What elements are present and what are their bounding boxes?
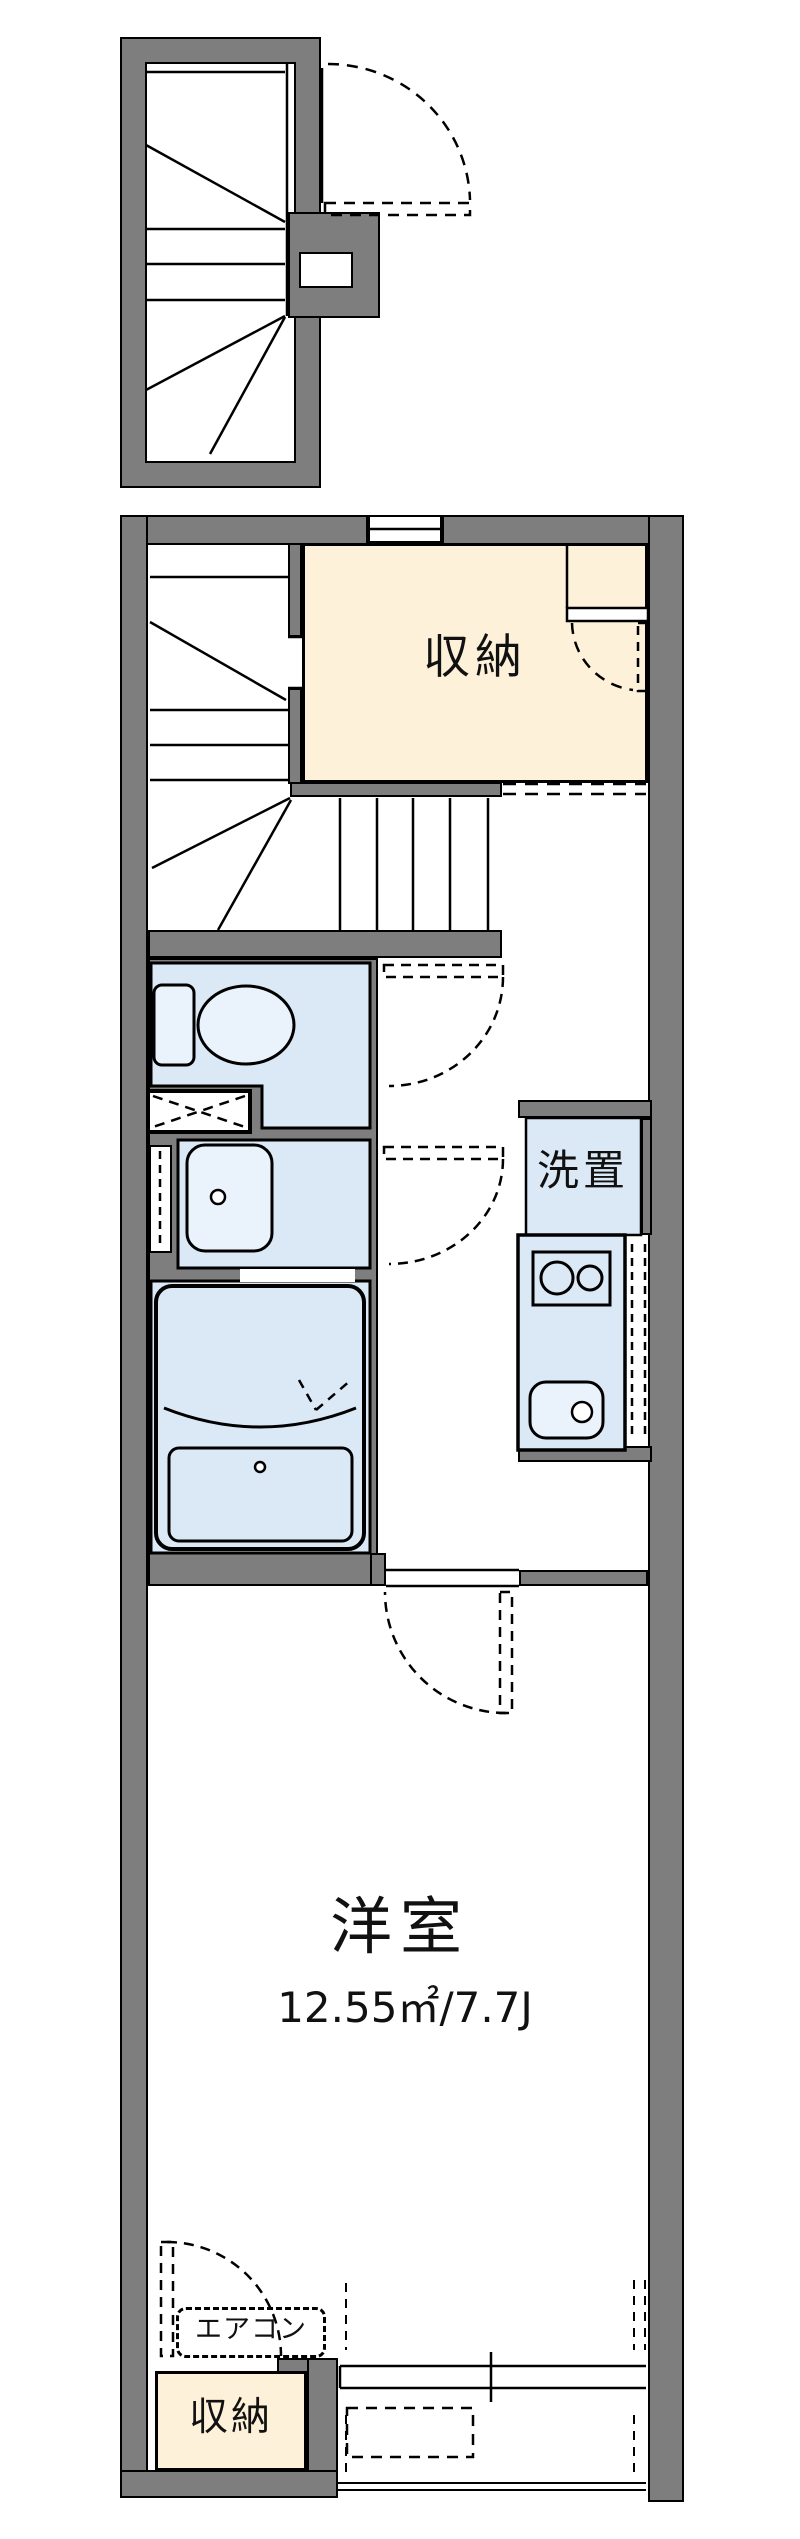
lower-closet-room xyxy=(155,2371,307,2471)
bathroom-folding-door xyxy=(297,1379,352,1411)
closet-shelf xyxy=(565,606,650,623)
porch-edge xyxy=(338,2482,646,2491)
wall-bath-corner-step xyxy=(370,1553,386,1586)
wall-lower-closet-column xyxy=(307,2358,338,2472)
entry-door-leaf xyxy=(323,201,472,217)
washbasin-faucet xyxy=(209,1188,227,1206)
washroom-door xyxy=(382,1145,505,1266)
upper-closet-detail xyxy=(503,545,650,796)
aircon-outline xyxy=(176,2307,326,2358)
main-room-size-label: 12.55㎡/7.7J xyxy=(277,1983,533,2032)
main-room-door-leaf xyxy=(498,1590,514,1715)
stairwell-interior xyxy=(145,62,296,463)
upper-closet-room xyxy=(302,543,648,783)
stove-burner-left xyxy=(539,1260,575,1296)
kitchen-sink xyxy=(528,1380,605,1440)
washer-space-label: 洗置 xyxy=(536,1146,629,1195)
main-room-door xyxy=(383,1590,514,1715)
wall-closet-bottom xyxy=(290,782,502,797)
side-opening-dashes xyxy=(345,2280,646,2478)
lower-closet-door xyxy=(159,2240,283,2358)
closet-door-swing-arc xyxy=(570,622,634,692)
toilet-fixture xyxy=(152,983,296,1067)
bathtub-curve xyxy=(163,1406,357,1429)
bathtub-drain xyxy=(253,1460,267,1474)
bathtub-apron xyxy=(167,1446,354,1543)
wall-stairs-bottom xyxy=(148,930,502,958)
stove-burner-right xyxy=(576,1264,604,1292)
main-staircase xyxy=(149,575,490,931)
bathroom-door-threshold xyxy=(240,1269,355,1282)
toilet-bowl xyxy=(196,984,296,1066)
washroom-door-leaf xyxy=(382,1145,505,1161)
stove xyxy=(531,1250,612,1307)
entry-door-swing-arc xyxy=(327,62,472,201)
bottom-sliding-window xyxy=(338,2352,646,2402)
entry-door xyxy=(323,62,472,217)
kitchen-faucet xyxy=(570,1400,594,1424)
wall-hall-bottom-right xyxy=(519,1570,648,1586)
upper-closet-label: 収納 xyxy=(423,630,527,685)
washroom-door-swing-arc xyxy=(388,1158,505,1266)
storage-niche xyxy=(146,1089,252,1134)
main-room-label: 洋室 xyxy=(329,1890,470,1963)
porch-dashed-step xyxy=(345,2406,475,2459)
toilet-door-leaf xyxy=(382,963,505,979)
stairwell-stairs xyxy=(145,62,324,455)
closet-door-leaf xyxy=(636,621,650,693)
toilet-tank xyxy=(152,983,196,1067)
main-room-door-swing-arc xyxy=(383,1591,507,1715)
bathtub xyxy=(154,1284,366,1551)
stairwell-bumpout-notch xyxy=(299,252,353,288)
wall-bottom-left xyxy=(120,2470,338,2498)
lower-closet-door-leaf xyxy=(159,2240,175,2358)
lower-closet-label: 収納 xyxy=(188,2395,273,2440)
toilet-door xyxy=(382,963,505,1088)
aircon-label: エアコン xyxy=(195,2314,307,2345)
washbasin-sink xyxy=(185,1143,274,1253)
lower-closet-door-swing-arc xyxy=(166,2240,283,2357)
wall-right xyxy=(648,515,684,2502)
toilet-door-swing-arc xyxy=(388,976,505,1088)
